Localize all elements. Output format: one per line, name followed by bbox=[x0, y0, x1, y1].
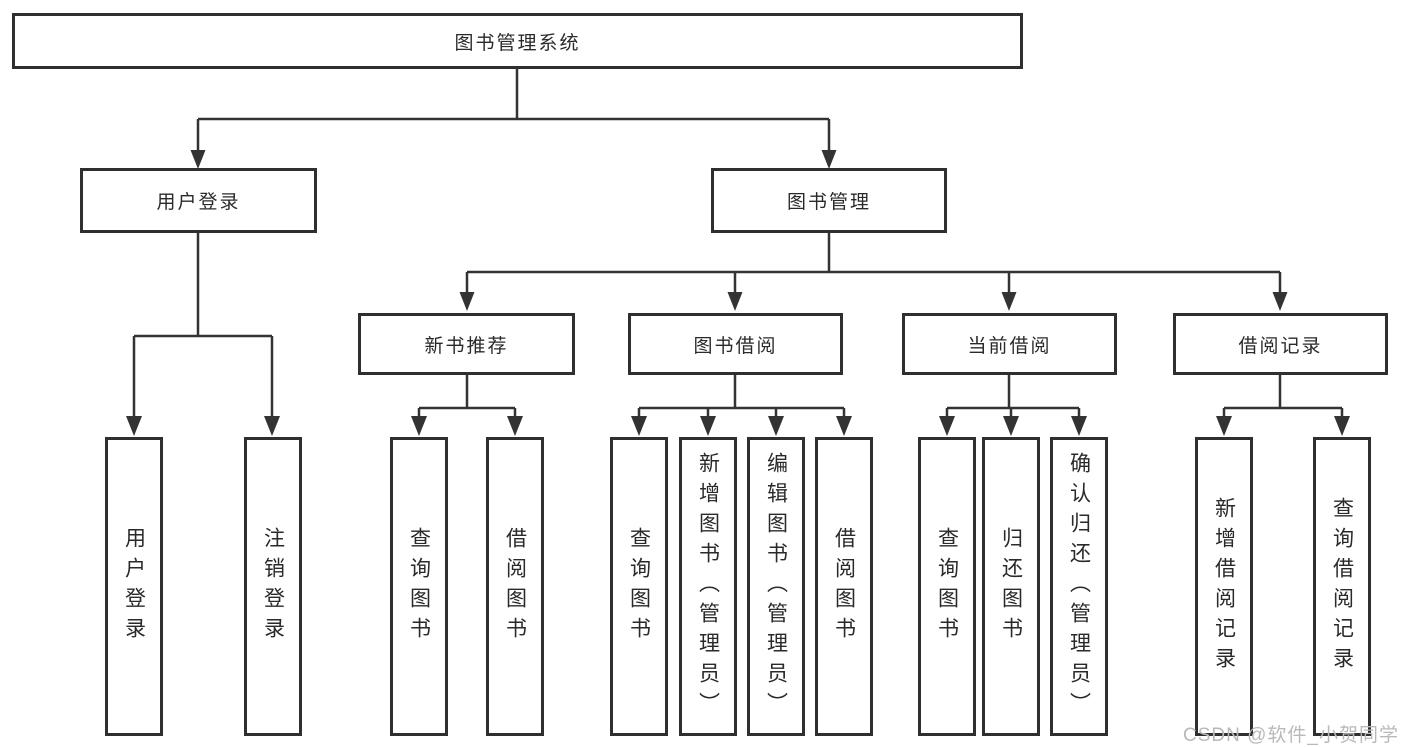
node-new-book-recommend: 新书推荐 bbox=[358, 313, 575, 375]
leaf-logout: 注销登录 bbox=[244, 437, 302, 736]
arrowheads-level2 bbox=[190, 150, 837, 169]
connector-recommend-to-leaves bbox=[417, 375, 517, 420]
leaf-return-books: 归还图书 bbox=[982, 437, 1040, 736]
leaf-add-books-admin: 新增图书（管理员） bbox=[679, 437, 737, 736]
node-current-borrowing: 当前借阅 bbox=[902, 313, 1117, 375]
arrowheads-leaves bbox=[126, 416, 1350, 436]
node-user-login: 用户登录 bbox=[80, 168, 317, 233]
leaf-query-borrow-record: 查询借阅记录 bbox=[1313, 437, 1371, 736]
leaf-borrow-books-borrowing: 借阅图书 bbox=[815, 437, 873, 736]
leaf-borrow-books-recommend: 借阅图书 bbox=[486, 437, 544, 736]
leaf-query-books-borrowing: 查询图书 bbox=[610, 437, 668, 736]
arrowheads-level3 bbox=[459, 292, 1288, 311]
connector-records-to-leaves bbox=[1222, 375, 1344, 420]
connector-current-to-leaves bbox=[945, 375, 1081, 420]
node-library-system: 图书管理系统 bbox=[12, 13, 1023, 69]
node-borrow-records: 借阅记录 bbox=[1173, 313, 1388, 375]
node-book-management: 图书管理 bbox=[711, 168, 947, 233]
leaf-add-borrow-record: 新增借阅记录 bbox=[1195, 437, 1253, 736]
connector-bookmgmt-to-level3 bbox=[465, 233, 1282, 294]
watermark: CSDN @软件_小贺同学 bbox=[1183, 725, 1399, 746]
leaf-edit-books-admin: 编辑图书（管理员） bbox=[747, 437, 805, 736]
connector-root-to-level2 bbox=[196, 68, 831, 152]
leaf-query-books-recommend: 查询图书 bbox=[390, 437, 448, 736]
connector-borrowing-to-leaves bbox=[637, 375, 846, 420]
connector-userlogin-to-leaves bbox=[132, 233, 274, 418]
node-book-borrowing: 图书借阅 bbox=[628, 313, 843, 375]
leaf-query-books-current: 查询图书 bbox=[918, 437, 976, 736]
leaf-confirm-return-admin: 确认归还（管理员） bbox=[1050, 437, 1108, 736]
leaf-user-login: 用户登录 bbox=[105, 437, 163, 736]
